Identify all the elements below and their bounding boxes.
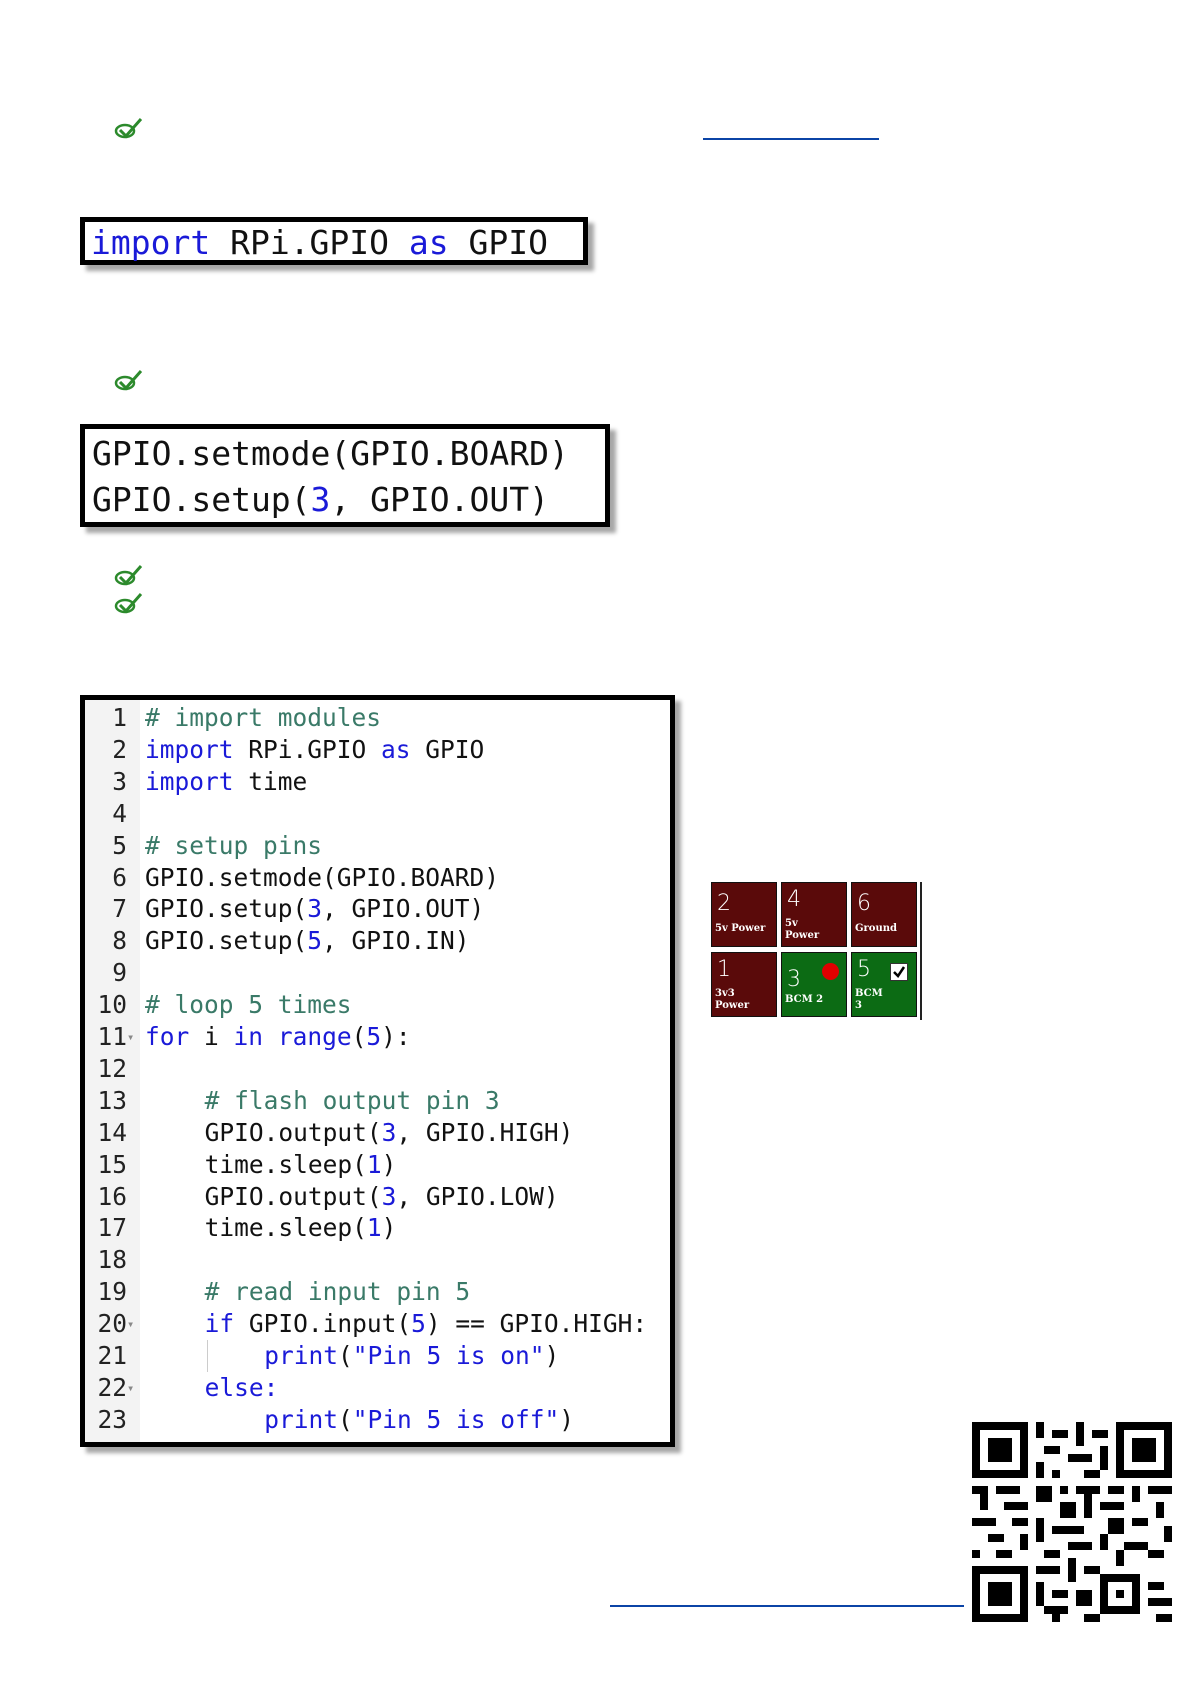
code-text: # setup pins — [145, 830, 323, 860]
code-line-row: 11▾ for i in range(5): — [85, 1021, 670, 1053]
code-text: GPIO.setmode(GPIO.BOARD) — [145, 862, 500, 892]
qr-code — [972, 1422, 1172, 1622]
line-number: 13 — [97, 1085, 127, 1115]
code-line-row: 22▾ else: — [85, 1372, 670, 1404]
code-line-row: 10 # loop 5 times — [85, 989, 670, 1021]
code-text: if GPIO.input(5) == GPIO.HIGH: — [204, 1309, 648, 1339]
code-line-row: 16 GPIO.output(3, GPIO.LOW) — [85, 1181, 670, 1213]
code-line-row: 7 GPIO.setup(3, GPIO.OUT) — [85, 893, 670, 925]
code-line-row: 13 # flash output pin 3 — [85, 1085, 670, 1117]
code-line-row: 20▾ if GPIO.input(5) == GPIO.HIGH: — [85, 1308, 670, 1340]
line-number: 21 — [97, 1341, 127, 1370]
fold-arrow-icon[interactable]: ▾ — [127, 1317, 135, 1332]
line-number: 1 — [112, 703, 127, 732]
code-text: time.sleep(1) — [204, 1213, 397, 1243]
code-line-row: 5 # setup pins — [85, 830, 670, 862]
code-box-setup: GPIO.setmode(GPIO.BOARD) GPIO.setup(3, G… — [80, 424, 610, 527]
code-line-row: 17 time.sleep(1) — [85, 1212, 670, 1244]
fold-arrow-icon[interactable]: ▾ — [127, 1380, 135, 1395]
code-line-row: 19 # read input pin 5 — [85, 1276, 670, 1308]
code-line: GPIO.setmode(GPIO.BOARD) — [92, 434, 569, 473]
code-text: GPIO.output(3, GPIO.HIGH) — [204, 1117, 574, 1147]
pin-2[interactable]: 2 5v Power — [711, 882, 777, 947]
code-line-row: 23 print("Pin 5 is off") — [85, 1404, 670, 1436]
code-line-row: 3 import time — [85, 766, 670, 798]
code-text: else: — [204, 1372, 279, 1402]
line-number: 3 — [112, 766, 127, 796]
code-text: GPIO.setup(5, GPIO.IN) — [145, 926, 470, 956]
pin-3[interactable]: 3 BCM 2 — [781, 952, 847, 1017]
indent-guide — [206, 1340, 208, 1372]
line-number: 15 — [97, 1149, 127, 1179]
code-text: time.sleep(1) — [204, 1149, 397, 1179]
pin-checkbox[interactable] — [890, 963, 908, 981]
line-number: 8 — [112, 926, 127, 956]
code-text: for i in range(5): — [145, 1022, 411, 1051]
line-number: 17 — [97, 1213, 127, 1243]
code-text: GPIO.output(3, GPIO.LOW) — [204, 1181, 559, 1211]
pin-4[interactable]: 4 5v Power — [781, 882, 847, 947]
line-number: 19 — [97, 1277, 127, 1307]
line-number: 9 — [112, 958, 127, 988]
line-number: 18 — [97, 1245, 127, 1275]
code-line-row: 14 GPIO.output(3, GPIO.HIGH) — [85, 1117, 670, 1149]
code-text: print("Pin 5 is off") — [264, 1404, 574, 1434]
code-line-row: 9 — [85, 957, 670, 989]
line-number: 4 — [112, 798, 127, 828]
led-indicator-icon — [822, 963, 839, 980]
code-line-row: 21 print("Pin 5 is on") — [85, 1340, 670, 1372]
pin-grid-edge — [920, 882, 922, 1020]
code-text: # read input pin 5 — [204, 1277, 471, 1307]
code-line-row: 15 time.sleep(1) — [85, 1149, 670, 1181]
pin-5[interactable]: 5 BCM 3 — [851, 952, 917, 1017]
code-text: # flash output pin 3 — [204, 1085, 500, 1115]
code-text: # import modules — [145, 703, 382, 732]
code-editor: 1 # import modules 2 import RPi.GPIO as GPI… — [80, 695, 675, 1447]
link-underline[interactable] — [610, 1605, 964, 1607]
code-box-import: import RPi.GPIO as GPIO — [80, 217, 588, 265]
line-number: 2 — [112, 734, 127, 764]
line-number: 5 — [112, 830, 127, 860]
line-number: 6 — [112, 862, 127, 892]
line-number: 22 — [97, 1372, 127, 1402]
line-number: 23 — [97, 1404, 127, 1434]
code-line-row: 2 import RPi.GPIO as GPIO — [85, 734, 670, 766]
check-bullet-icon — [113, 563, 145, 589]
code-line-row: 12 — [85, 1053, 670, 1085]
pin-1[interactable]: 1 3v3 Power — [711, 952, 777, 1017]
code-text: GPIO.setup(3, GPIO.OUT) — [145, 894, 485, 924]
line-number: 12 — [97, 1053, 127, 1083]
code-line-row: 18 — [85, 1244, 670, 1276]
code-text: import time — [145, 766, 308, 796]
code-text: print("Pin 5 is on") — [264, 1341, 560, 1370]
code-line-row: 6 GPIO.setmode(GPIO.BOARD) — [85, 862, 670, 894]
line-number: 11 — [97, 1022, 127, 1051]
code-line-row: 4 — [85, 798, 670, 830]
line-number: 10 — [97, 990, 127, 1020]
check-bullet-icon — [113, 591, 145, 617]
pin-6[interactable]: 6 Ground — [851, 882, 917, 947]
code-text: # loop 5 times — [145, 990, 352, 1020]
code-line-row: 8 GPIO.setup(5, GPIO.IN) — [85, 925, 670, 957]
check-bullet-icon — [113, 116, 145, 142]
line-number: 16 — [97, 1181, 127, 1211]
line-number: 7 — [112, 894, 127, 924]
code-line-row: 1 # import modules — [85, 702, 670, 734]
line-number-gutter — [85, 700, 140, 1442]
gpio-pin-grid: 2 5v Power 4 5v Power 6 Ground 1 3v3 Pow… — [711, 882, 923, 1020]
fold-arrow-icon[interactable]: ▾ — [127, 1030, 135, 1044]
line-number: 14 — [97, 1117, 127, 1147]
link-underline[interactable] — [703, 138, 879, 140]
code-line: GPIO.setup(3, GPIO.OUT) — [92, 480, 549, 519]
code-text: import RPi.GPIO as GPIO — [145, 734, 485, 764]
check-bullet-icon — [113, 368, 145, 394]
line-number: 20 — [97, 1309, 127, 1339]
